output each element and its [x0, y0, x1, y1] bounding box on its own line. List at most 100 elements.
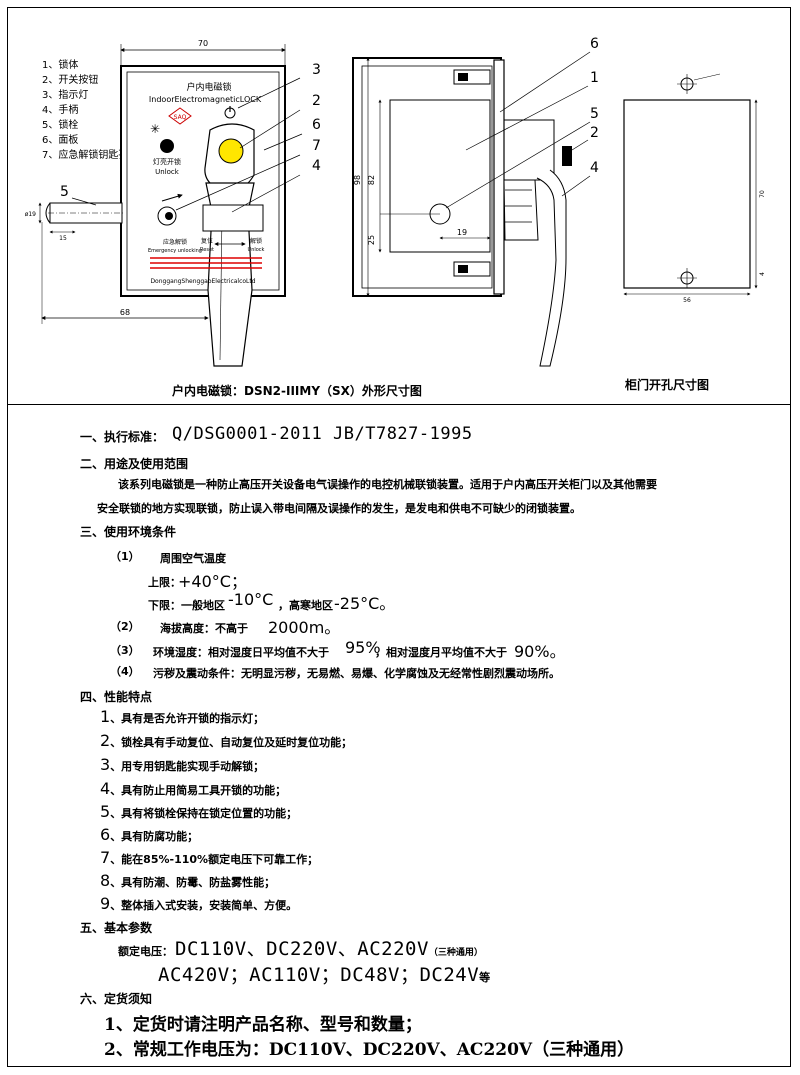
- voltage-line-1: DC110V、DC220V、AC220V（三种通用）: [175, 934, 483, 961]
- callout-4: 4: [312, 158, 321, 174]
- switch-button: [218, 138, 244, 164]
- legend-item: 4、手柄: [42, 105, 79, 116]
- dim-top-label: 70: [198, 39, 208, 48]
- bolt-dia-label: ø19: [25, 211, 36, 218]
- order-note-1: 1、定货时请注明产品名称、型号和数量；: [104, 1015, 422, 1035]
- lower-limit-label: 下限：一般地区: [148, 599, 225, 612]
- panel-subtitle: IndoorElectromagneticLOCK: [149, 95, 262, 104]
- emergency-en-label: Emergency unlocking: [148, 248, 202, 254]
- callout-7: 7: [312, 138, 321, 154]
- callout-3: 3: [312, 62, 321, 78]
- indicator-lamp: [160, 139, 174, 153]
- condition-4-num: （4）: [110, 665, 140, 678]
- lower-limit-value-2: -25°C。: [334, 594, 396, 613]
- feature-number: 8: [100, 871, 111, 890]
- section-3-heading: 三、使用环境条件: [80, 525, 177, 539]
- feature-item: 1、具有是否允许开锁的指示灯；: [100, 707, 264, 726]
- bolt-slot: [202, 204, 264, 232]
- front-view: 70 户内电磁锁 IndoorElectromagneticLOCK SAQ ✳…: [25, 39, 321, 367]
- feature-text: 、具有防止用简易工具开锁的功能；: [110, 784, 287, 797]
- door-dim-width: 56: [683, 297, 691, 304]
- company-label: DonggangShenggaoElectricalcoLtd: [150, 278, 255, 285]
- voltage-label: 额定电压：: [118, 945, 173, 958]
- unlock-cn-label: 灯亮开锁: [153, 157, 181, 166]
- feature-item: 2、锁栓具有手动复位、自动复位及延时复位功能；: [100, 731, 352, 750]
- feature-number: 3: [100, 755, 111, 774]
- upper-limit-label: 上限：: [148, 576, 181, 589]
- voltage-note-2: 等: [479, 971, 491, 984]
- feature-item: 5、具有将锁栓保持在锁定位置的功能；: [100, 802, 297, 821]
- sun-icon: ✳: [150, 122, 160, 136]
- door-dim-height: 70: [759, 190, 766, 198]
- feature-text: 、能在85%-110%额定电压下可靠工作；: [110, 853, 319, 866]
- feature-text: 、具有是否允许开锁的指示灯；: [110, 712, 265, 725]
- section-4-heading: 四、性能特点: [80, 690, 153, 704]
- feature-number: 1: [100, 707, 111, 726]
- order-note-2: 2、常规工作电压为：DC110V、DC220V、AC220V（三种通用）: [104, 1040, 635, 1060]
- voltage-note-1: （三种通用）: [428, 948, 483, 958]
- section-6-heading: 六、定货须知: [80, 992, 153, 1006]
- brand-logo: SAQ: [168, 107, 192, 125]
- feature-text: 、用专用钥匙能实现手动解锁；: [110, 760, 265, 773]
- caption-main: 户内电磁锁：DSN2-IIIMY（SX）外形尺寸图: [172, 384, 422, 398]
- feature-text: 、锁栓具有手动复位、自动复位及延时复位功能；: [110, 736, 353, 749]
- legend-item: 5、锁栓: [42, 120, 79, 131]
- unlock-en-label: Unlock: [155, 168, 180, 176]
- section-2-line-1: 该系列电磁锁是一种防止高压开关设备电气误操作的电控机械联锁装置。适用于户内高压开…: [118, 478, 657, 491]
- feature-item: 8、具有防潮、防霉、防盐雾性能；: [100, 871, 275, 890]
- feature-number: 5: [100, 802, 111, 821]
- dim-98-label: 98: [353, 175, 362, 185]
- feature-text: 、整体插入式安装，安装简单、方便。: [110, 899, 298, 912]
- legend-item: 3、指示灯: [42, 90, 89, 101]
- page-frame: [7, 7, 791, 1067]
- feature-item: 9、整体插入式安装，安装简单、方便。: [100, 894, 297, 913]
- unlock2-cn-label: 解锁: [250, 237, 262, 245]
- voltage-values-2: AC420V；AC110V；DC48V；DC24V: [158, 964, 480, 986]
- dim-19-label: 19: [457, 228, 467, 237]
- reset-cn-label: 复位: [201, 237, 213, 245]
- lower-limit-mid: ，高寒地区: [278, 599, 333, 612]
- callout-2: 2: [590, 125, 599, 141]
- condition-2-num: （2）: [110, 620, 140, 633]
- voltage-values-1: DC110V、DC220V、AC220V: [175, 938, 429, 960]
- side-switch: [562, 146, 572, 166]
- reset-en-label: Reset: [200, 247, 214, 253]
- condition-2-label: 海拔高度：不高于: [160, 622, 248, 635]
- callout-4: 4: [590, 160, 599, 176]
- panel-title: 户内电磁锁: [186, 81, 231, 93]
- legend-item: 2、开关按钮: [42, 75, 99, 86]
- section-1-label: 一、执行标准：: [80, 430, 165, 444]
- caption-door: 柜门开孔尺寸图: [625, 378, 710, 392]
- legend-item: 6、面板: [42, 135, 79, 146]
- feature-number: 9: [100, 894, 111, 913]
- condition-1-num: （1）: [110, 550, 140, 563]
- feature-text: 、具有防潮、防霉、防盐雾性能；: [110, 876, 276, 889]
- feature-item: 3、用专用钥匙能实现手动解锁；: [100, 755, 264, 774]
- unlock2-en-label: Unlock: [248, 247, 265, 253]
- feature-text: 、具有将锁栓保持在锁定位置的功能；: [110, 807, 298, 820]
- section-5-heading: 五、基本参数: [80, 921, 153, 935]
- callout-2: 2: [312, 93, 321, 109]
- callout-1: 1: [590, 70, 599, 86]
- section-2-line-2: 安全联锁的地方实现联锁，防止误入带电间隔及误操作的发生，是发电和供电不可缺少的闭…: [97, 502, 581, 515]
- feature-number: 2: [100, 731, 111, 750]
- door-dim-small: 4: [759, 272, 766, 276]
- legend-item: 1、锁体: [42, 60, 79, 71]
- side-view: 98 82 25 19 6 1 5 2 4: [352, 36, 599, 367]
- upper-limit-value: +40°C；: [178, 572, 247, 591]
- section-2-heading: 二、用途及使用范围: [80, 457, 189, 471]
- door-view: 70 56 4: [623, 73, 766, 304]
- condition-1-label: 周围空气温度: [160, 552, 226, 565]
- callout-5: 5: [60, 184, 69, 200]
- condition-3-value-2: 90%。: [514, 642, 566, 661]
- callout-6: 6: [312, 117, 321, 133]
- condition-3-text-a: 环境湿度：相对湿度日平均值不大于: [153, 646, 329, 659]
- feature-number: 6: [100, 825, 111, 844]
- emergency-cn-label: 应急解锁: [163, 238, 187, 246]
- dim-82-label: 82: [367, 175, 376, 185]
- brand-text: SAQ: [174, 114, 187, 121]
- condition-2-value: 2000m。: [268, 618, 341, 637]
- feature-item: 4、具有防止用简易工具开锁的功能；: [100, 779, 286, 798]
- feature-number: 7: [100, 848, 111, 867]
- condition-3-num: （3）: [110, 644, 140, 657]
